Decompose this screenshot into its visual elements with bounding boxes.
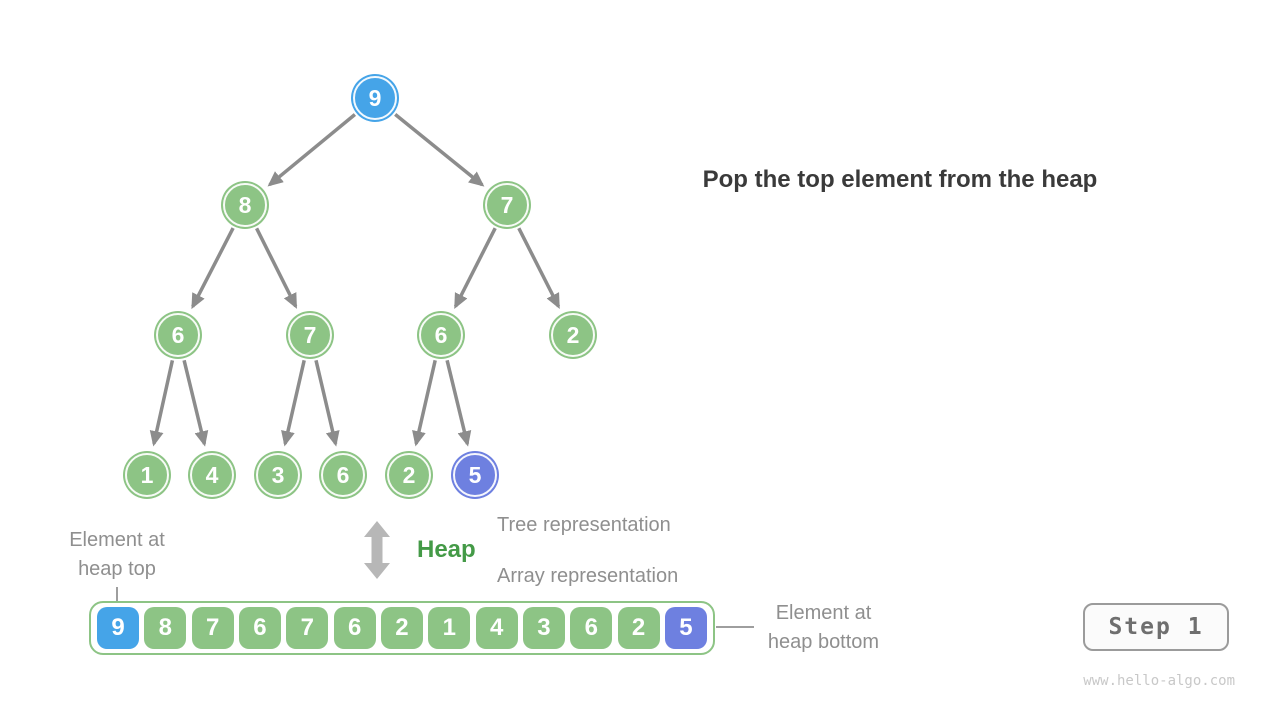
array-cell-value: 8 (158, 614, 172, 641)
tree-edge (191, 227, 235, 310)
array-cell: 2 (617, 607, 660, 649)
tree-node-heap-bottom: 5 (451, 451, 499, 499)
tree-edge (453, 227, 497, 309)
tree-node-value: 7 (303, 321, 317, 348)
tree-edge (182, 359, 209, 447)
array-cell-value: 7 (205, 614, 220, 641)
element-at-heap-top-line2: heap top (78, 558, 156, 580)
step-badge: Step 1 (1083, 603, 1229, 651)
tree-node: 3 (254, 451, 302, 499)
array-cell-value: 4 (489, 614, 504, 641)
array-cell-value: 2 (631, 614, 646, 641)
array-cell: 4 (475, 607, 518, 649)
tree-node: 2 (385, 451, 433, 499)
array-cell: 7 (286, 607, 329, 649)
array-cell: 6 (333, 607, 376, 649)
array-cell: 2 (380, 607, 423, 649)
tree-edge (267, 113, 357, 187)
array-cell-value: 7 (300, 614, 314, 641)
array-cell: 7 (191, 607, 234, 649)
tree-node: 7 (286, 311, 334, 359)
array-cell-value: 1 (442, 614, 456, 641)
tree-edge (255, 227, 298, 309)
tree-node: 1 (123, 451, 171, 499)
array-cell: 6 (570, 607, 613, 649)
tree-node: 2 (549, 311, 597, 359)
tree-edge (314, 359, 340, 447)
watermark: www.hello-algo.com (1083, 673, 1235, 689)
tree-node-value: 6 (171, 321, 185, 348)
array-cell-value: 6 (347, 614, 362, 641)
tree-node-value: 4 (205, 461, 219, 488)
heap-bottom-connector-line (716, 626, 754, 628)
tree-edge (445, 359, 472, 447)
array-cell-value: 6 (584, 614, 598, 641)
tree-edge (281, 359, 306, 447)
tree-node-value: 8 (238, 191, 252, 218)
tree-edge (394, 113, 485, 187)
array-cell-value: 2 (395, 614, 409, 641)
tree-edges (149, 113, 561, 447)
element-at-heap-top-label: Element at heap top (38, 526, 196, 584)
array-cell: 8 (144, 607, 187, 649)
tree-node-value: 9 (368, 84, 382, 111)
tree-edge (149, 360, 175, 447)
tree-node-root: 9 (351, 74, 399, 122)
tree-node-value: 6 (434, 321, 448, 348)
tree-node: 7 (483, 181, 531, 229)
element-at-heap-top-line1: Element at (69, 529, 165, 551)
tree-node-value: 3 (271, 461, 285, 488)
array-cell-heap-bottom: 5 (664, 607, 707, 649)
tree-node-value: 1 (140, 461, 154, 488)
tree-node-value: 7 (500, 191, 514, 218)
array-cell-value: 6 (253, 614, 267, 641)
array-cell-value: 9 (111, 614, 125, 641)
element-at-heap-bottom-label: Element at heap bottom (756, 599, 891, 657)
array-cell-value: 3 (537, 614, 551, 641)
array-representation-label: Array representation (497, 565, 679, 587)
tree-node: 4 (188, 451, 236, 499)
array-cell-value: 5 (679, 614, 693, 641)
tree-representation-label: Tree representation (497, 514, 671, 536)
tree-node-value: 2 (402, 461, 416, 488)
tree-node: 8 (221, 181, 269, 229)
array-cell: 1 (428, 607, 471, 649)
element-at-heap-bottom-line1: Element at (775, 602, 872, 624)
tree-node-value: 6 (336, 461, 350, 488)
tree-edge (412, 359, 437, 447)
element-at-heap-bottom-line2: heap bottom (767, 631, 880, 653)
caption: Pop the top element from the heap (702, 166, 1098, 193)
tree-edge (517, 227, 561, 309)
up-down-arrow-icon (364, 521, 390, 579)
heap-array: 9 8 7 6 7 6 2 1 4 3 6 2 5 (89, 601, 715, 655)
tree-node: 6 (154, 311, 202, 359)
array-cell: 3 (522, 607, 565, 649)
tree-node-value: 2 (566, 321, 580, 348)
heap-label: Heap (417, 536, 476, 563)
heap-top-connector-line (116, 587, 118, 602)
tree-node: 6 (417, 311, 465, 359)
tree-node-value: 5 (468, 461, 482, 488)
array-cell: 6 (238, 607, 281, 649)
array-cell-heap-top: 9 (97, 607, 139, 649)
tree-node: 6 (319, 451, 367, 499)
